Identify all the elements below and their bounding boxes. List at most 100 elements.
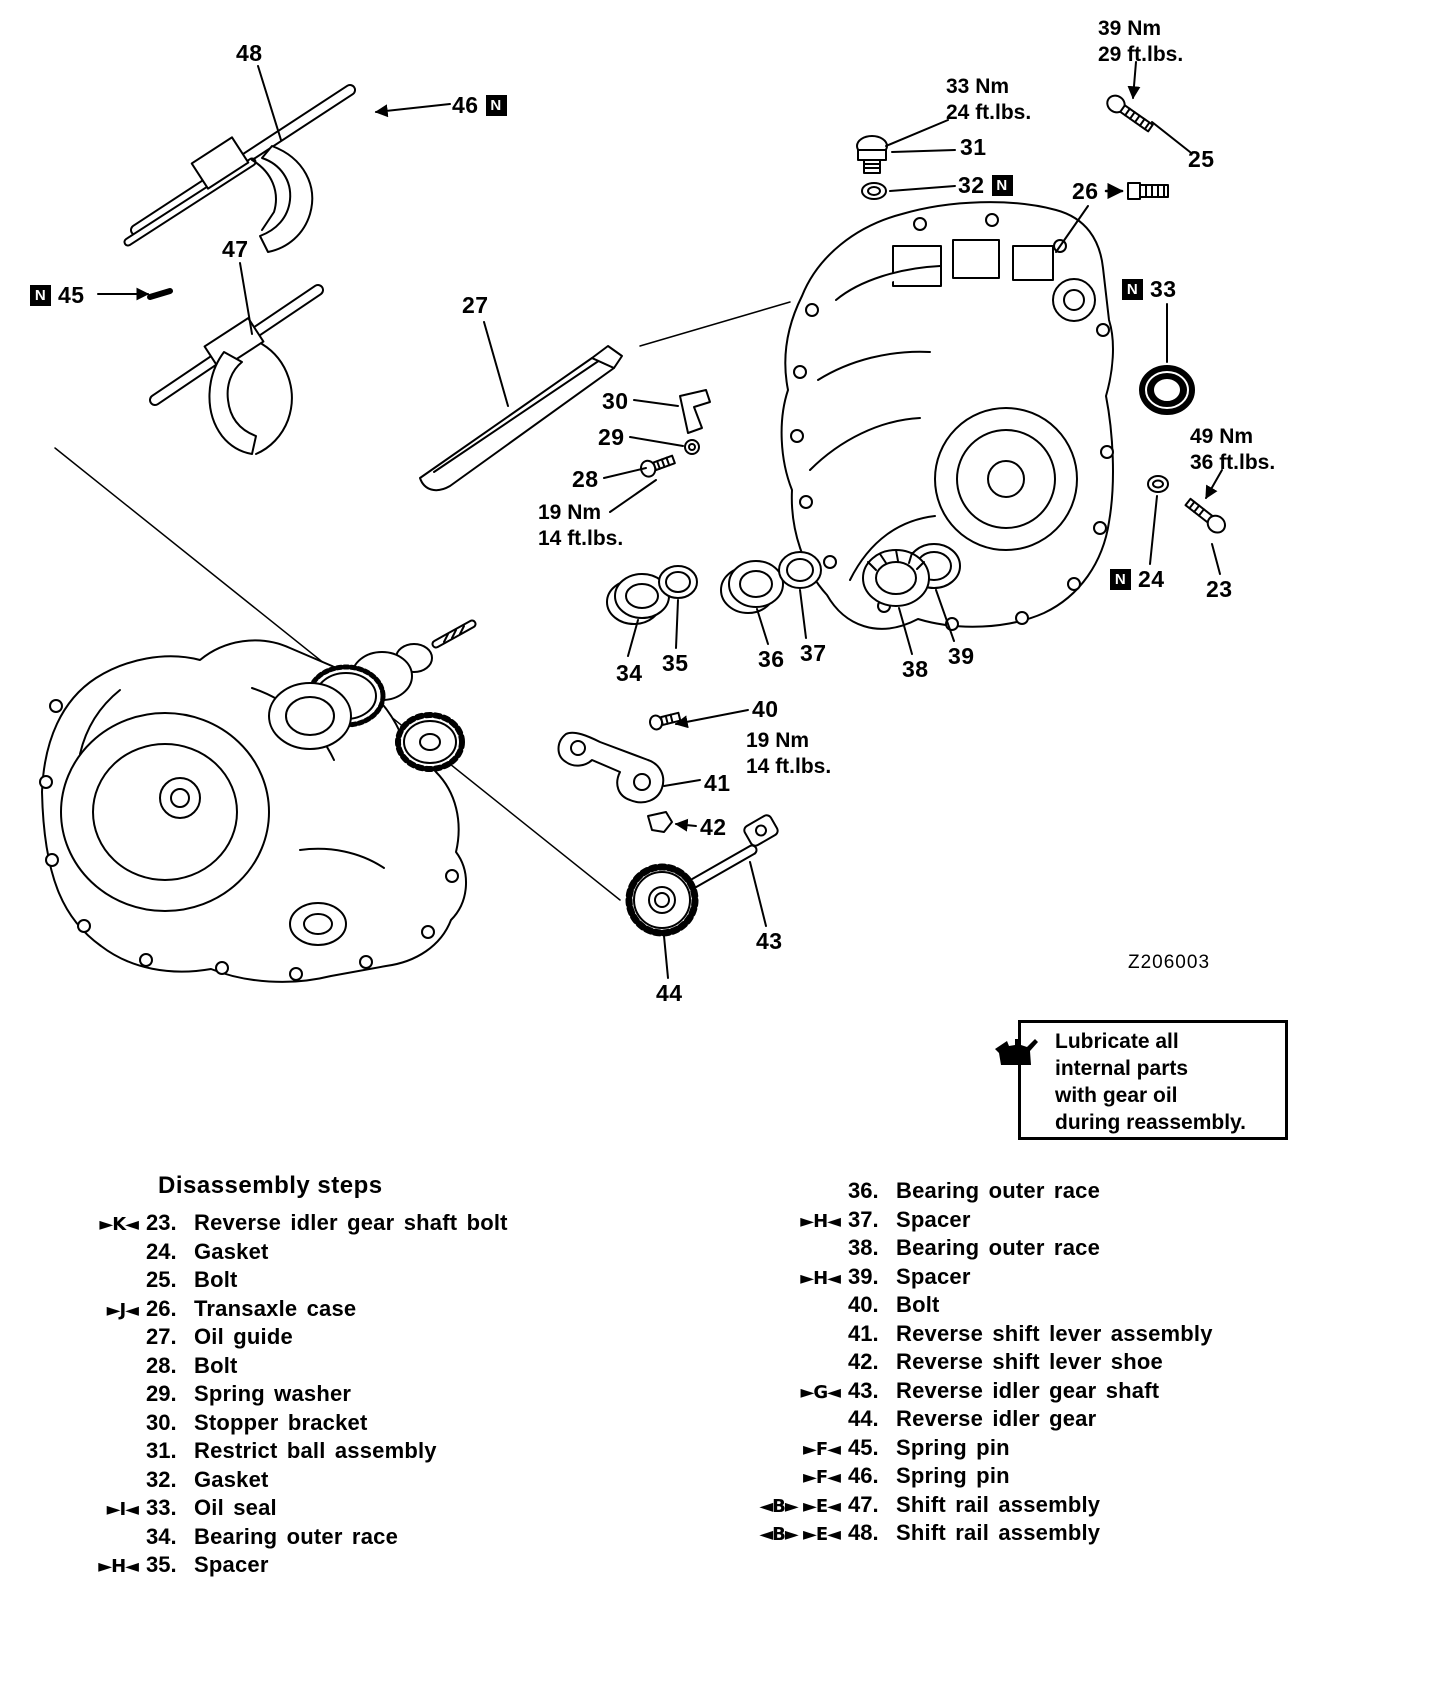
note-line: during reassembly. (1055, 1111, 1247, 1134)
list-item-25: 25.Bolt (146, 1267, 238, 1292)
callout-44: 44 (656, 980, 683, 1006)
list-item-39: ►H◄39.Spacer (698, 1264, 1213, 1293)
torque-spec-bolt-40: 19 Nm 14 ft.lbs. (746, 729, 832, 778)
part-30-stopper-bracket (679, 389, 711, 434)
callout-35: 35 (662, 650, 689, 676)
part-44-reverse-idler-gear (625, 863, 699, 937)
part-48-shift-rail (123, 84, 356, 253)
part-23-bolt (1184, 497, 1227, 534)
part-34-bearing-race (606, 573, 670, 625)
list-item-26: ►J◄26.Transaxle case (58, 1296, 508, 1325)
torque-spec-bolt-23: 49 Nm 36 ft.lbs. (1190, 425, 1276, 474)
leader-lines (97, 61, 1223, 979)
list-item-37: ►H◄37.Spacer (698, 1207, 1213, 1236)
list-item-23: ►K◄23.Reverse idler gear shaft bolt (58, 1210, 508, 1239)
part-27-oil-guide (419, 345, 623, 492)
list-item-40: 40.Bolt (848, 1292, 940, 1317)
list-item-29: 29.Spring washer (146, 1381, 352, 1406)
part-28-bolt (639, 454, 676, 478)
callout-37: 37 (800, 640, 827, 666)
part-31-restrict-ball (856, 135, 888, 174)
list-item-27: 27.Oil guide (146, 1324, 293, 1349)
lubricate-icon: N (30, 285, 51, 306)
list-item-46: ►F◄46.Spring pin (698, 1463, 1213, 1492)
step-marker: ►J◄ (106, 1299, 139, 1321)
step-marker: ►H◄ (800, 1210, 841, 1232)
list-item-44: 44.Reverse idler gear (848, 1406, 1097, 1431)
list-item-31: 31.Restrict ball assembly (146, 1438, 437, 1463)
callout-27: 27 (462, 292, 489, 318)
part-35-spacer (658, 565, 698, 599)
part-25-bolt (1106, 94, 1154, 133)
callout-28: 28 (572, 466, 599, 492)
lubricate-icon: N (991, 175, 1013, 196)
list-item-47: ◄B► ►E◄47.Shift rail assembly (698, 1492, 1213, 1521)
part-36-bearing-race (720, 560, 784, 614)
step-marker: ►G◄ (800, 1381, 841, 1403)
list-item-33: ►I◄33.Oil seal (58, 1495, 508, 1524)
torque-spec-restrict-ball-31: 33 Nm 24 ft.lbs. (946, 75, 1032, 124)
torque-spec-bolt-28: 19 Nm 14 ft.lbs. (538, 501, 624, 550)
callout-42: 42 (700, 814, 727, 840)
part-47-shift-rail (149, 284, 324, 455)
step-marker: ►K◄ (99, 1214, 139, 1235)
disassembly-steps-title: Disassembly steps (158, 1172, 383, 1199)
step-marker: ►F◄ (803, 1467, 841, 1488)
list-item-30: 30.Stopper bracket (146, 1409, 368, 1435)
parts-list-left-column: ►K◄23.Reverse idler gear shaft bolt 24.G… (58, 1210, 508, 1581)
list-item-34: 34.Bearing outer race (146, 1523, 399, 1549)
callout-48: 48 (236, 40, 263, 66)
plug-icon-26 (1104, 182, 1169, 200)
part-26-transaxle-case (780, 201, 1114, 631)
step-marker: ◄B► ►E◄ (759, 1495, 841, 1517)
list-item-35: ►H◄35.Spacer (58, 1552, 508, 1581)
torque-spec-bolt-25: 39 Nm 29 ft.lbs. (1098, 17, 1184, 66)
step-marker: ►H◄ (98, 1556, 139, 1577)
lubrication-note: Lubricate all internal parts with gear o… (995, 1020, 1288, 1140)
step-marker: ►H◄ (800, 1267, 841, 1289)
list-item-32: 32.Gasket (146, 1466, 269, 1492)
list-item-24: 24.Gasket (146, 1238, 269, 1264)
list-item-43: ►G◄43.Reverse idler gear shaft (698, 1378, 1213, 1407)
part-29-spring-washer (684, 439, 700, 455)
step-marker: ◄B► ►E◄ (759, 1524, 841, 1545)
callout-23: 23 (1206, 576, 1233, 602)
callout-31: 31 (960, 134, 987, 160)
callout-25: 25 (1188, 146, 1215, 172)
part-40-bolt (648, 711, 682, 731)
callout-47: 47 (222, 236, 249, 262)
step-marker: ►I◄ (106, 1499, 139, 1520)
note-line: with gear oil (1055, 1084, 1178, 1107)
step-marker: ►F◄ (803, 1438, 841, 1460)
callout-39: 39 (948, 643, 975, 669)
callout-38: 38 (902, 656, 929, 682)
exploded-diagram (39, 61, 1227, 983)
part-gear-cluster (268, 619, 477, 772)
part-38-bearing-race (862, 549, 930, 607)
part-41-reverse-shift-lever (557, 731, 665, 804)
lubricate-icon: N (485, 95, 507, 116)
list-item-36: 36.Bearing outer race (848, 1178, 1101, 1203)
callout-40: 40 (752, 696, 779, 722)
parts-list-right-column: 36.Bearing outer race ►H◄37.Spacer 38.Be… (698, 1178, 1213, 1549)
lubricate-icon: N (1122, 279, 1143, 300)
callout-30: 30 (602, 388, 629, 414)
figure-reference-code: Z206003 (1128, 952, 1211, 973)
lubricate-icon: N (1110, 569, 1131, 590)
list-item-42: 42.Reverse shift lever shoe (848, 1349, 1163, 1374)
list-item-48: ◄B► ►E◄48.Shift rail assembly (698, 1520, 1213, 1549)
part-42-shift-lever-shoe (647, 811, 673, 833)
callout-41: 41 (704, 770, 731, 796)
callout-36: 36 (758, 646, 785, 672)
note-line: Lubricate all (1055, 1030, 1179, 1053)
callout-34: 34 (616, 660, 643, 686)
list-item-41: 41.Reverse shift lever assembly (848, 1320, 1213, 1346)
list-item-45: ►F◄45.Spring pin (698, 1435, 1213, 1464)
list-item-28: 28.Bolt (146, 1352, 238, 1378)
callout-26: 26 (1072, 178, 1099, 204)
